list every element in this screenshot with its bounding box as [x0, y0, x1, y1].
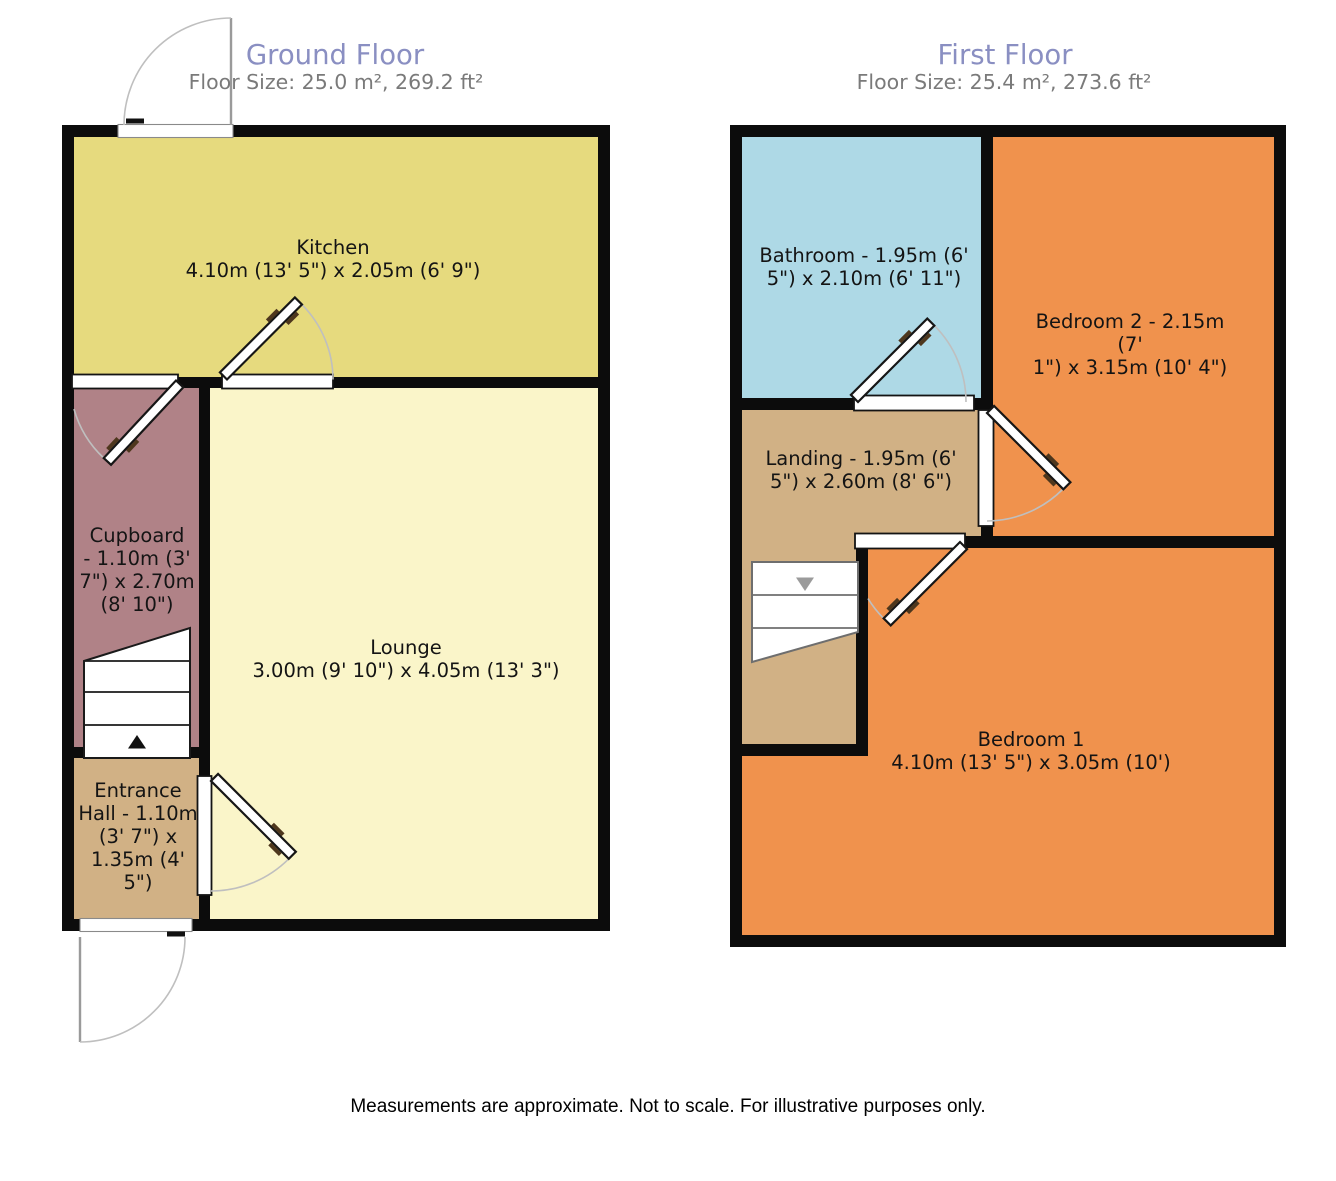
ground-floor-title: Ground Floor [245, 39, 425, 71]
bathroom-room-fill [742, 137, 988, 405]
first-stairs [751, 561, 859, 664]
first-floor-plan [730, 125, 1286, 947]
bedroom2-door [985, 404, 1072, 522]
cupboard-door-sill [71, 373, 179, 390]
bathroom-label: Bathroom - 1.95m (6' 5") x 2.10m (6' 11"… [759, 244, 969, 290]
kitchen-label: Kitchen 4.10m (13' 5") x 2.05m (6' 9") [185, 236, 481, 282]
bedroom1-label: Bedroom 1 4.10m (13' 5") x 3.05m (10') [891, 728, 1171, 774]
first-interior-walls [742, 137, 1274, 756]
entrance-hall-door [209, 772, 298, 892]
lounge-label: Lounge 3.00m (9' 10") x 4.05m (13' 3") [252, 636, 560, 682]
cupboard-label: Cupboard - 1.10m (3' 7") x 2.70m (8' 10"… [79, 524, 195, 616]
entrance-door-sill [196, 775, 213, 896]
front-door-opening [117, 123, 234, 139]
landing-label: Landing - 1.95m (6' 5") x 2.60m (8' 6") [765, 447, 957, 493]
bedroom1-door-sill [854, 532, 966, 550]
kitchen-room-fill [74, 137, 598, 383]
disclaimer-text: Measurements are approximate. Not to sca… [350, 1096, 986, 1117]
stairs-down-arrow-icon [796, 577, 814, 591]
kitchen-door [218, 295, 334, 382]
cupboard-door [73, 378, 185, 467]
front-exterior-door [123, 17, 233, 126]
back-exterior-door [78, 931, 186, 1043]
ground-floor-plan [62, 17, 610, 1043]
bathroom-door-sill [853, 394, 975, 412]
stairs-up-arrow-icon [128, 735, 146, 749]
back-door-opening [79, 917, 193, 933]
bedroom2-room-fill [988, 137, 1274, 542]
first-floor-size: Floor Size: 25.4 m², 273.6 ft² [856, 70, 1152, 94]
bedroom2-door-sill [977, 409, 995, 527]
entrance-hall-room-fill [74, 750, 206, 919]
ground-stairs [83, 626, 191, 759]
kitchen-door-sill [221, 373, 334, 390]
ground-floor-size: Floor Size: 25.0 m², 269.2 ft² [188, 70, 484, 94]
bathroom-door [849, 317, 967, 404]
entrance-hall-label: Entrance Hall - 1.10m (3' 7") x 1.35m (4… [78, 779, 198, 894]
bedroom2-label: Bedroom 2 - 2.15m (7' 1") x 3.15m (10' 4… [1032, 310, 1228, 379]
bedroom1-door [867, 540, 969, 627]
first-floor-title: First Floor [937, 39, 1073, 71]
